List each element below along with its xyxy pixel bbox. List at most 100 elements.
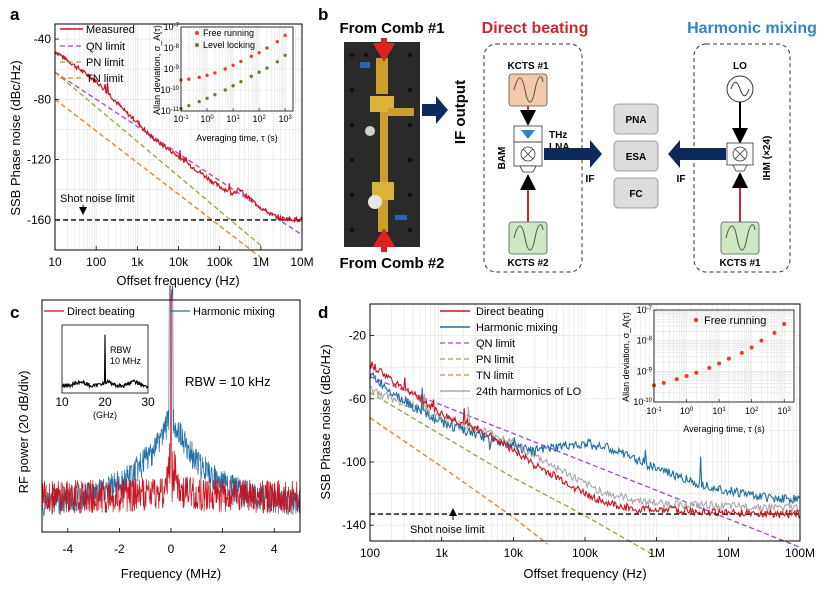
x-tick-label: 1k: [435, 546, 449, 560]
harmonic-src-bottom-label: KCTS #1: [719, 258, 761, 269]
kcts2-source: [508, 221, 548, 255]
lna-triangle-icon: [521, 130, 535, 139]
x-tick-label: 10M: [290, 255, 313, 269]
panel-d-ylabel: SSB Phase noise (dBc/Hz): [318, 344, 333, 499]
harmonic-kcts-wave-icon: [725, 224, 756, 251]
panel-d-xlabel: Offset frequency (Hz): [523, 566, 646, 581]
tick-label: 10-8: [164, 43, 180, 53]
waveguide-cable-top: [360, 62, 370, 68]
tick-label: 10-1: [646, 406, 662, 416]
tick-label: 101: [226, 114, 240, 124]
inset-spectrum: [61, 334, 149, 389]
tick-label: 102: [252, 114, 266, 124]
bam-label: BAM: [497, 147, 508, 170]
tick-label: 100: [680, 406, 694, 416]
y-tick-label: -120: [27, 153, 51, 167]
waveguide-upper: [376, 58, 388, 94]
x-tick-label: 1M: [648, 546, 665, 560]
level-locking-point: [275, 60, 280, 64]
x-tick-label: 100k: [207, 255, 234, 269]
pna-label: PNA: [625, 115, 646, 126]
waveguide-cable-bottom: [395, 215, 407, 220]
level-locking-point: [257, 70, 261, 74]
free-running-point: [674, 377, 679, 382]
panel-label-d: d: [318, 303, 328, 322]
panel-a-inset-legend-lock: Level locking: [203, 40, 255, 50]
tick-label: 10-10: [633, 397, 652, 407]
level-locking-point: [187, 103, 191, 108]
photo-top-label: From Comb #1: [339, 20, 444, 37]
measured-line: [54, 50, 303, 224]
level-locking-point: [239, 79, 243, 84]
inset-a-legend-marker-free: [195, 31, 199, 35]
panel-d-legend-qn: QN limit: [476, 338, 515, 350]
free-running-point: [197, 75, 201, 80]
lo-label: LO: [733, 61, 747, 72]
fc-box: [613, 177, 659, 209]
panel-c-legend-direct: Direct beating: [67, 306, 135, 318]
panel-a-grid: [54, 24, 303, 250]
free-running-point: [661, 380, 666, 385]
harmonic-mixing-line: [369, 371, 801, 505]
free-running-point: [239, 59, 243, 64]
x-tick-label: 100: [360, 546, 380, 560]
inset-a-legend-marker-lock: [195, 43, 199, 47]
panel-a-legend-qn: QN limit: [86, 41, 125, 53]
panel-c-inset-rbw-2: 10 MHz: [110, 356, 142, 366]
panel-label-b: b: [318, 5, 328, 24]
ihm-label: IHM (×24): [762, 136, 773, 181]
tick-label: 102: [745, 406, 759, 416]
y-tick-label: -140: [342, 518, 366, 532]
if-output-label: IF output: [452, 80, 469, 144]
direct-if-arrow: [544, 140, 602, 168]
level-locking-point: [283, 53, 287, 57]
mixer-cross-icon: [522, 148, 534, 160]
bam-horn: [519, 165, 537, 173]
harmonic-if-arrow: [668, 140, 726, 168]
ihm-mixer-cross-icon: [734, 148, 746, 160]
panel-a-legend: Measured QN limit PN limit TN limit: [60, 24, 135, 85]
breadboard-holes: [350, 53, 412, 232]
pn-limit-line: [369, 391, 658, 558]
panel-label-a: a: [10, 5, 20, 24]
level-locking-point: [231, 84, 235, 88]
ihm-mixer-icon: [732, 146, 748, 162]
panel-c-inset-xlabel: (GHz): [93, 410, 117, 420]
free-running-point: [684, 374, 689, 379]
panel-d-shot-noise-label: Shot noise limit: [410, 524, 485, 536]
harmonic-mixing-title: Harmonic mixing: [687, 20, 817, 37]
direct-beating-box: [483, 43, 583, 273]
x-tick-label: 2: [219, 542, 226, 556]
mixer-icon: [520, 146, 536, 162]
comb2-arrow: [372, 228, 396, 252]
y-tick-label: -100: [342, 455, 366, 469]
level-locking-point: [223, 88, 227, 92]
free-running-point: [707, 365, 712, 370]
panel-d-inset-legend-free: Free running: [704, 315, 766, 327]
photo-bottom-label: From Comb #2: [339, 255, 444, 272]
y-tick-label: -40: [34, 32, 52, 46]
x-tick-label: 100: [86, 255, 106, 269]
tick-label: 100: [200, 114, 214, 124]
ihm-horn: [732, 164, 748, 172]
x-tick-label: 100k: [572, 546, 599, 560]
tick-label: 10-9: [637, 366, 653, 376]
free-running-point: [231, 63, 235, 68]
x-tick-label: 10: [55, 395, 69, 409]
inset-d-legend-marker: [693, 317, 699, 323]
tick-label: 10-11: [161, 106, 180, 116]
fc-label: FC: [629, 189, 642, 200]
x-tick-label: 0: [168, 542, 175, 556]
panel-d-inset-ylabel: Allan deviation, σ_A(τ): [621, 312, 631, 402]
panel-a-inset-ylabel: Allan deviation, σ_A(τ): [152, 25, 162, 115]
tn-limit-line: [54, 98, 262, 259]
panel-c-legend-harmonic: Harmonic mixing: [193, 306, 275, 318]
panel-b-diagram: From Comb #1 From Comb #2 IF output Dire…: [339, 20, 817, 273]
harmonic-kcts-source: [720, 221, 760, 255]
panel-d-legend-tn: TN limit: [476, 370, 513, 382]
